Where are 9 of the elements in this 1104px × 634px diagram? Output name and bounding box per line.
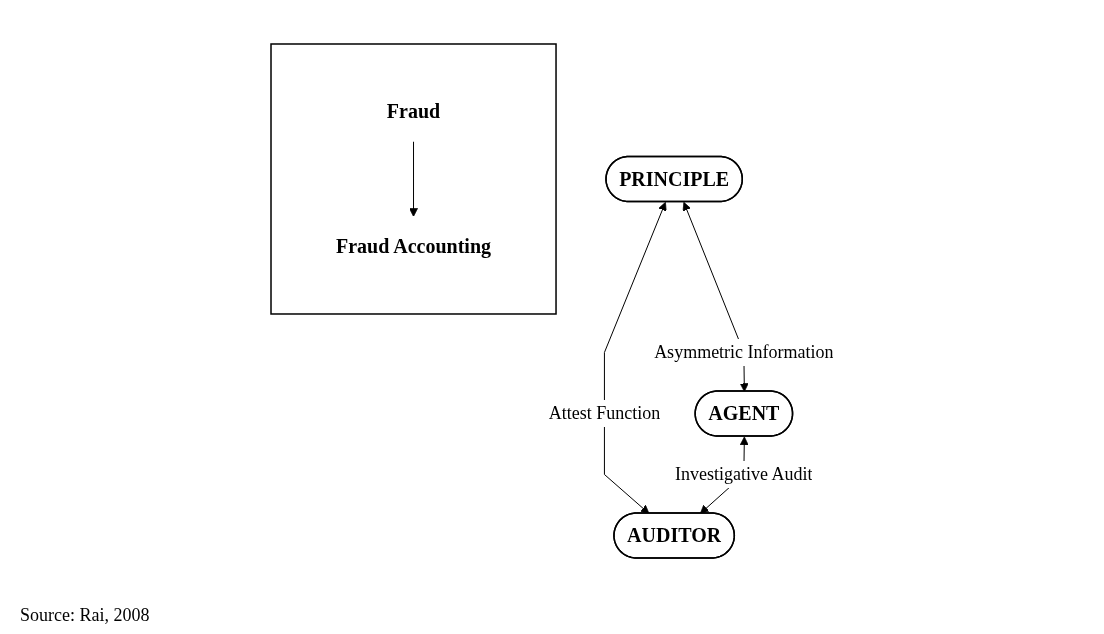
edge-label: Investigative Audit [674,463,813,484]
source-caption: Source: Rai, 2008 [20,605,150,626]
node-text: Fraud Accounting [335,234,491,257]
node-text: Fraud [386,100,440,122]
arrow [603,201,667,514]
edge-label: Asymmetric Information [653,341,834,362]
cluster [269,42,557,315]
edge-label: Attest Function [548,402,660,423]
arrow [408,140,418,217]
